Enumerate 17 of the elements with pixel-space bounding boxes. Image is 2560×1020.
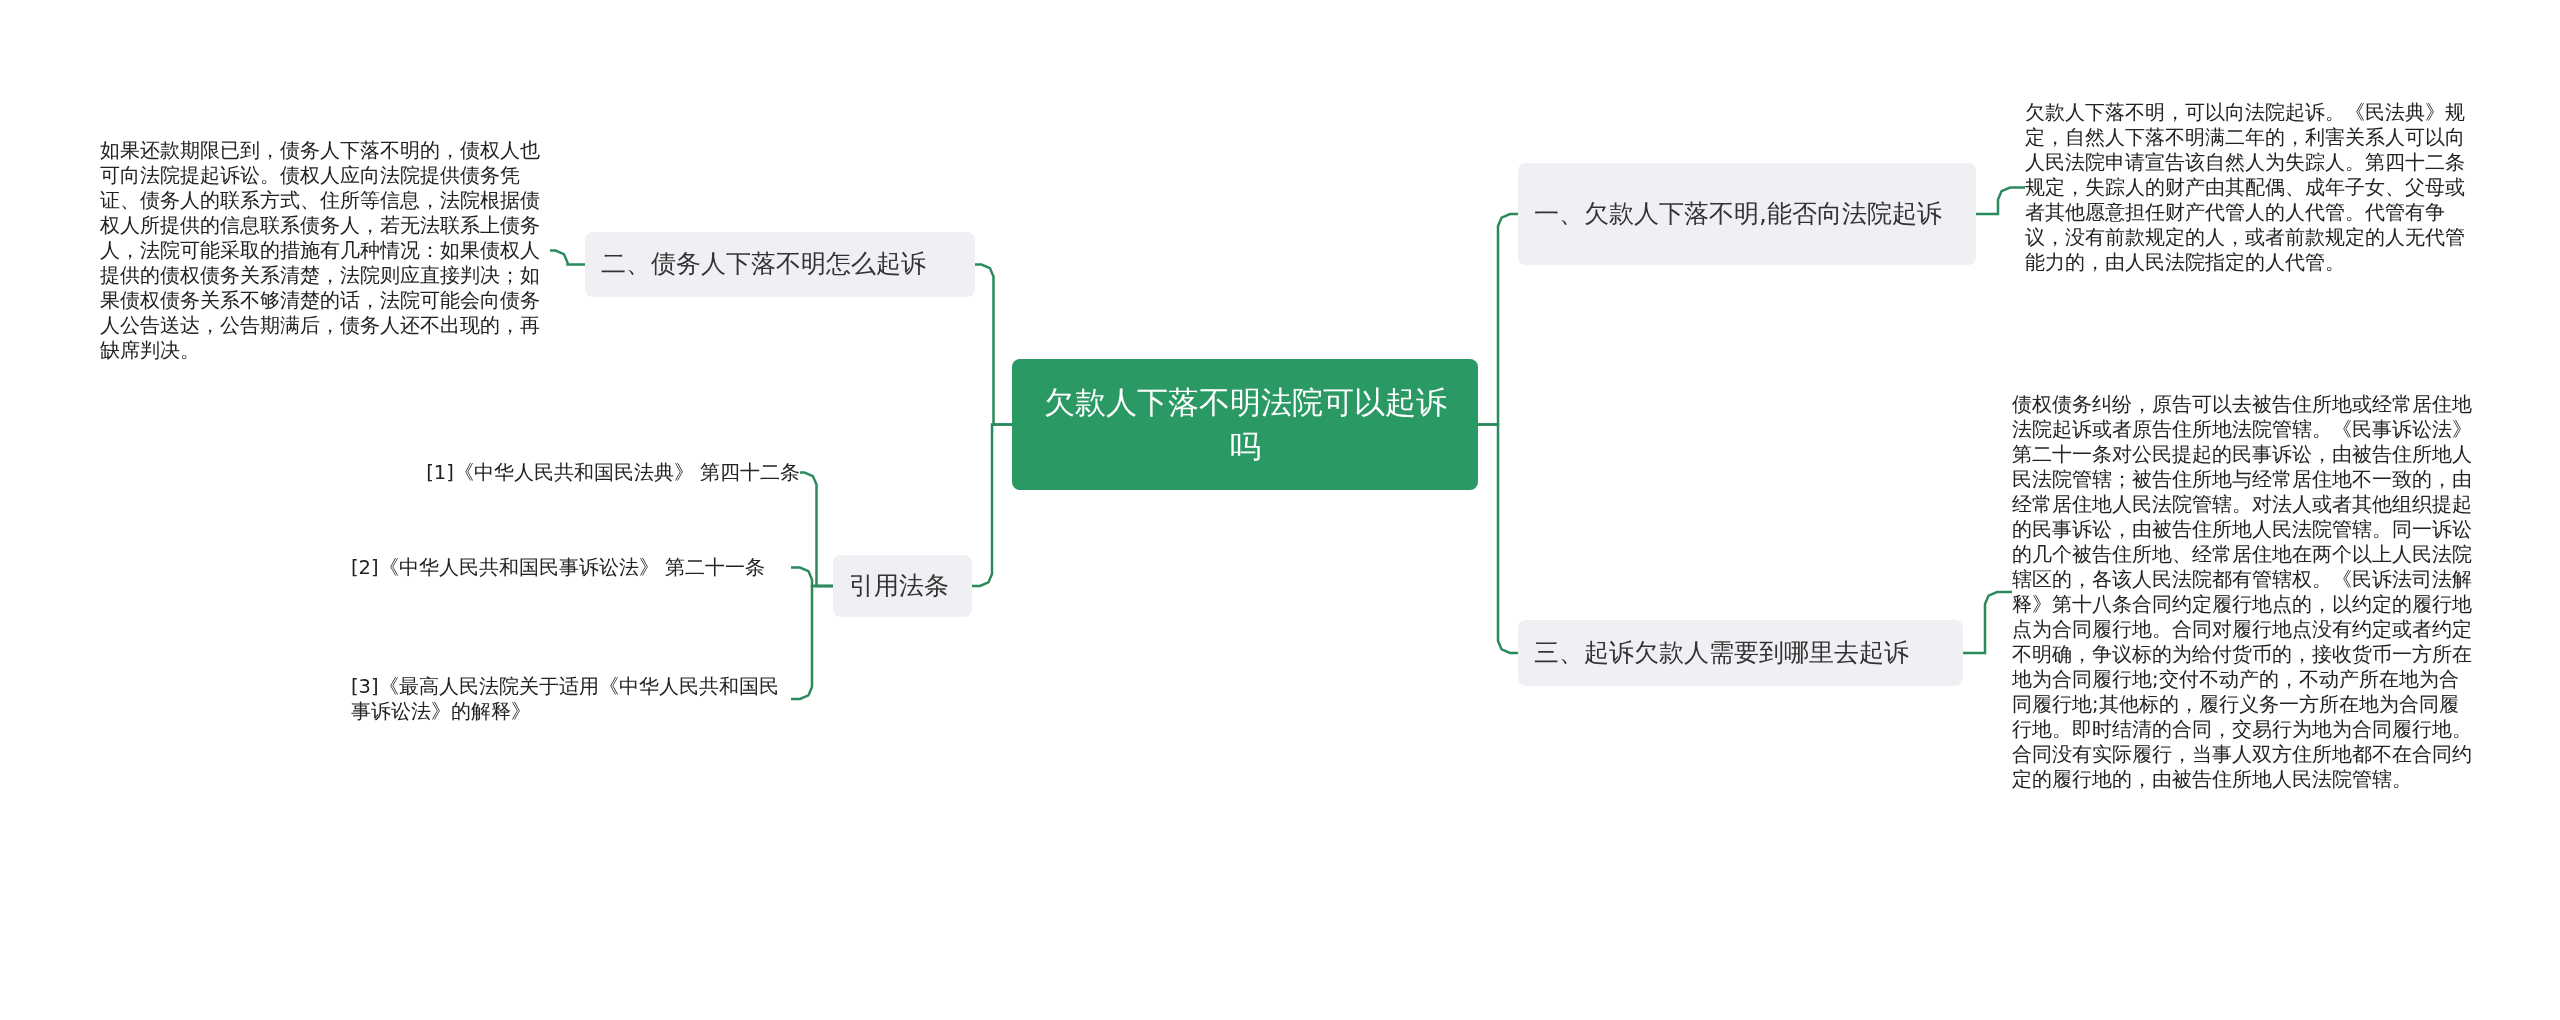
note-text: 如果还款期限已到，债务人下落不明的，债权人也可向法院提起诉讼。债权人应向法院提供债务凭证、债务人的联系方式、住所等信息，法院根据债权人所提供的信息联系债务人，若无法联系上债务人，法院可能采取的措施有几种情况：如果债权人提供的债权债务关系清楚，法院则应直接判决；如果债权债务关系不够清楚的话，法院可能会向债务人公告送达，公告期满后，债务人还不出现的，再缺席判决。 bbox=[100, 138, 550, 363]
note-text: [2]《中华人民共和国民事诉讼法》 第二十一条 bbox=[351, 555, 791, 580]
connector-line bbox=[1963, 590, 2012, 655]
topic-box: 一、欠款人下落不明,能否向法院起诉 bbox=[1518, 163, 1976, 265]
connector-line bbox=[550, 249, 585, 266]
topic-box: 引用法条 bbox=[833, 555, 972, 617]
note-text: 欠款人下落不明，可以向法院起诉。《民法典》规定，自然人下落不明满二年的，利害关系人可以向人民法院申请宣告该自然人为失踪人。第四十二条规定，失踪人的财产由其配偶、成年子女、父母或者其他愿意担任财产代管人的人代管。代管有争议，没有前款规定的人，或者前款规定的人无代管能力的，由人民法院指定的人代管。 bbox=[2025, 100, 2475, 275]
connector-line bbox=[1478, 423, 1518, 655]
connector-line bbox=[972, 423, 1012, 588]
note-text: [3]《最高人民法院关于适用《中华人民共和国民事诉讼法》的解释》 bbox=[351, 674, 791, 724]
note-text: [1]《中华人民共和国民法典》 第四十二条 bbox=[370, 460, 800, 485]
central-topic: 欠款人下落不明法院可以起诉吗 bbox=[1012, 359, 1478, 490]
connector-line bbox=[1976, 186, 2025, 216]
topic-box: 三、起诉欠款人需要到哪里去起诉 bbox=[1518, 620, 1963, 686]
note-text: 债权债务纠纷，原告可以去被告住所地或经常居住地法院起诉或者原告住所地法院管辖。《民事诉讼法》第二十一条对公民提起的民事诉讼，由被告住所地人民法院管辖；被告住所地与经常居住地不一致的，由经常居住地人民法院管辖。对法人或者其他组织提起的民事诉讼，由被告住所地人民法院管辖。同一诉讼的几个被告住所地、经常居住地在两个以上人民法院辖区的，各该人民法院都有管辖权。《民诉法司法解释》第十八条合同约定履行地点的，以约定的履行地点为合同履行地。合同对履行地点没有约定或者约定不明确，争议标的为给付货币的，接收货币一方所在地为合同履行地;交付不动产的，不动产所在地为合同履行地;其他标的，履行义务一方所在地为合同履行地。即时结清的合同，交易行为地为合同履行地。合同没有实际履行，当事人双方住所地都不在合同约定的履行地的，由被告住所地人民法院管辖。 bbox=[2012, 392, 2476, 792]
topic-box: 二、债务人下落不明怎么起诉 bbox=[585, 232, 975, 297]
connector-line bbox=[791, 584, 833, 701]
